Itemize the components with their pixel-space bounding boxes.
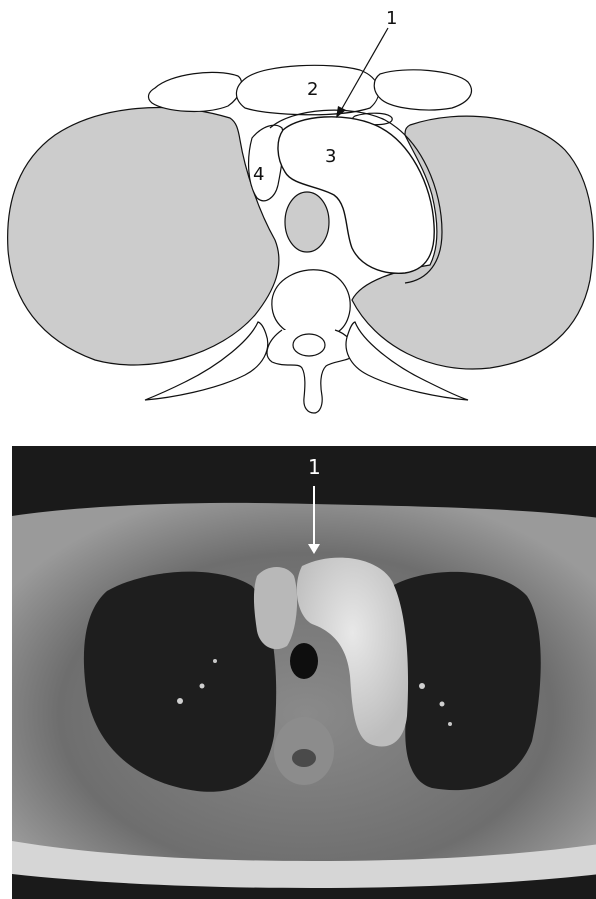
mri-lung-vessel — [440, 702, 445, 707]
sternum-left-segment — [148, 72, 241, 111]
label-3: 3 — [325, 146, 336, 167]
spinal-canal — [293, 334, 325, 356]
label-2: 2 — [307, 79, 318, 100]
mri-spinal-canal — [292, 749, 316, 767]
sternum-right-segment — [374, 70, 471, 110]
mri-lung-vessel — [177, 698, 183, 704]
anatomy-diagram: 1 2 3 4 — [0, 0, 596, 430]
mri-lung-vessel — [213, 659, 217, 663]
label-1: 1 — [386, 8, 397, 29]
structure-4 — [249, 125, 284, 201]
mri-label-1: 1 — [308, 455, 321, 479]
mri-lung-vessel — [419, 683, 425, 689]
mri-lung-vessel — [448, 722, 452, 726]
vertebral-body — [272, 270, 350, 338]
trachea — [285, 192, 329, 252]
label-4: 4 — [253, 164, 264, 185]
mri-trachea — [290, 643, 318, 679]
left-lung — [8, 108, 279, 365]
mri-image: 1 — [8, 446, 596, 899]
mri-vessel-left — [254, 567, 297, 649]
mri-right-lung — [392, 572, 541, 790]
mri-lung-vessel — [200, 684, 205, 689]
